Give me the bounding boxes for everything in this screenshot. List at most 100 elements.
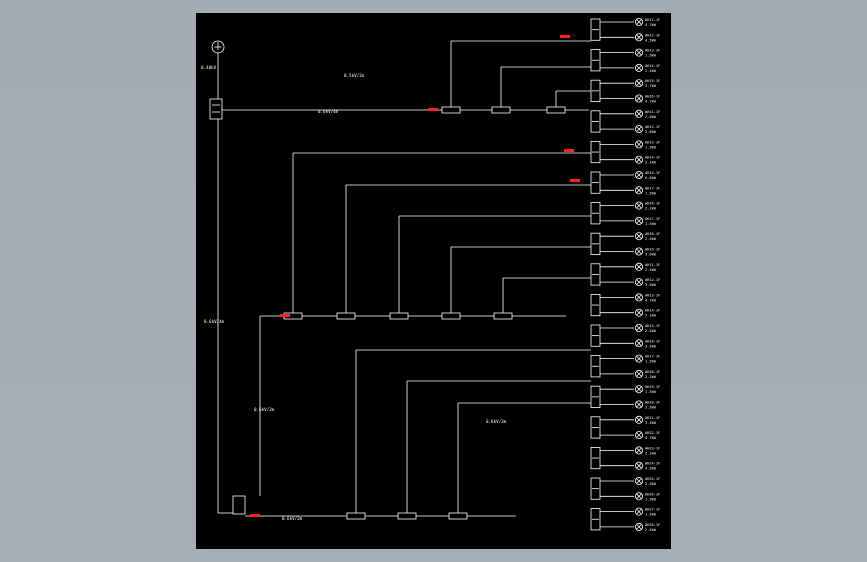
output-tag: AH21-1F [645, 416, 660, 420]
lamp-circle-icon [634, 354, 643, 363]
output-tag: AH26-1F [645, 492, 660, 496]
output-tag: AH12-1F [645, 125, 660, 129]
lamp-circle-icon [634, 262, 643, 271]
output-load: 1.5kW [645, 390, 657, 394]
lamp-cross [636, 524, 642, 530]
lamp-cross [636, 493, 642, 500]
feeder-breaker [448, 512, 468, 520]
feeder-breaker [546, 106, 566, 114]
output-tag: AH18-1F [645, 232, 660, 236]
output-tag: AH14-1F [645, 64, 660, 68]
lamp-circle-icon [634, 155, 643, 164]
output-tag: AH14-1F [645, 156, 660, 160]
lamp-circle-icon [634, 201, 643, 210]
feeder-breaker [441, 106, 461, 114]
output-tag: AH15-1F [645, 79, 660, 83]
output-tag: AH25-1F [645, 477, 660, 481]
output-load: 3.6kW [645, 253, 657, 257]
lamp-circle-icon [634, 522, 643, 531]
output-load: 1.5kW [645, 145, 657, 149]
lamp-circle-icon [634, 63, 643, 72]
lamp-circle-icon [634, 109, 643, 118]
output-load: 2.5kW [645, 115, 657, 119]
lamp-cross [636, 65, 642, 71]
output-tag: AH18-1F [645, 370, 660, 374]
output-load: 2.1kW [645, 69, 657, 73]
output-tag: AH17-1F [645, 186, 660, 190]
output-tag: AH12-1F [645, 278, 660, 282]
lamp-circle-icon [634, 446, 643, 455]
output-load: 2.5kW [645, 268, 657, 272]
riser-cable-label: 0.6kV/4m [204, 319, 225, 324]
output-tag: AH17-1F [645, 355, 660, 359]
output-tag: AH16-1F [645, 95, 660, 99]
output-tag: AH13-1F [645, 49, 660, 53]
lamp-circle-icon [634, 492, 643, 501]
single-line-diagram: 0.40kV 0.6kV/4m 0.6kV/4m 0.6kV/2m 0.6kV/… [201, 18, 660, 532]
output-load: 2.1kW [645, 161, 657, 165]
lamp-circle-icon [634, 431, 643, 440]
feeder-breaker [346, 512, 366, 520]
lamp-circle-icon [634, 247, 643, 256]
lamp-cross [636, 478, 642, 484]
lamp-cross [636, 19, 642, 25]
output-load: 3.6kW [645, 130, 657, 134]
lamp-cross [636, 432, 642, 438]
lamp-circle-icon [634, 507, 643, 516]
lamp-circle-icon [634, 369, 643, 378]
highlight-marker [280, 314, 290, 317]
output-load: 2.1kW [645, 451, 657, 455]
feeder-low-label: 0.6kV/2m [486, 419, 507, 424]
lamp-circle-icon [634, 79, 643, 88]
output-tag: AH19-1F [645, 248, 660, 252]
lamp-cross [636, 417, 642, 423]
lamp-cross [636, 294, 642, 301]
output-tag: AH28-1F [645, 523, 660, 527]
lamp-cross [636, 325, 642, 331]
drawing-sheet[interactable]: 0.40kV 0.6kV/4m 0.6kV/4m 0.6kV/2m 0.6kV/… [196, 13, 671, 549]
lamp-circle-icon [634, 94, 643, 103]
lamp-cross [636, 508, 642, 515]
output-tag: AH22-1F [645, 431, 660, 435]
output-load: 4.5kW [645, 38, 657, 42]
lamp-cross [636, 401, 642, 408]
output-load: 4.7kW [645, 298, 657, 302]
output-load: 4.7kW [645, 436, 657, 440]
output-load: 4.7kW [645, 23, 657, 27]
output-load: 1.5kW [645, 360, 657, 364]
main-cable-label: 0.6kV/4m [318, 109, 339, 114]
output-load: 2.2kW [645, 375, 657, 379]
output-tag: AH11-1F [645, 18, 660, 22]
output-tag: AH14-1F [645, 309, 660, 313]
output-tag: AH15-1F [645, 171, 660, 175]
lamp-cross [636, 447, 642, 454]
output-load: 1.5kW [645, 222, 657, 226]
lamp-circle-icon [634, 232, 643, 241]
output-load: 4.5kW [645, 467, 657, 471]
output-load: 2.5kW [645, 528, 657, 532]
highlight-marker [570, 179, 580, 182]
output-tag: AH24-1F [645, 462, 660, 466]
output-load: 1.5kW [645, 497, 657, 501]
lamp-cross [636, 187, 642, 194]
lamp-circle-icon [634, 186, 643, 195]
lamp-cross [636, 80, 642, 86]
lamp-cross [636, 141, 642, 148]
lower-panel [232, 495, 246, 515]
output-load: 3.5kW [645, 283, 657, 287]
lamp-cross [636, 34, 642, 41]
output-tag: AH27-1F [645, 508, 660, 512]
output-load: 2.1kW [645, 314, 657, 318]
output-load: 1.5kW [645, 191, 657, 195]
lamp-cross [636, 355, 642, 362]
output-load: 2.5kW [645, 237, 657, 241]
lamp-circle-icon [634, 216, 643, 225]
lamp-circle-icon [634, 48, 643, 57]
lamp-circle-icon [634, 293, 643, 302]
output-tag: AH19-1F [645, 385, 660, 389]
lamp-circle-icon [634, 140, 643, 149]
feeder-breaker [336, 312, 356, 320]
output-tag: AH11-1F [645, 110, 660, 114]
lamp-cross [636, 126, 642, 132]
